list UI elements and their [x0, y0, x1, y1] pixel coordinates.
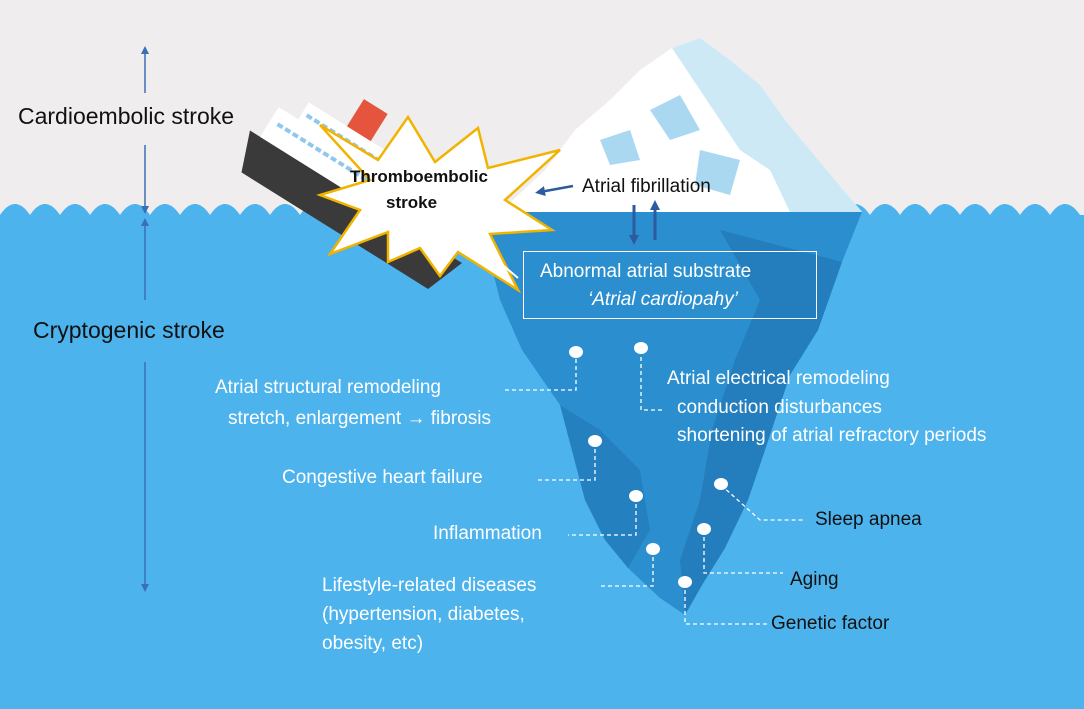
lifestyle-label-3: obesity, etc) [322, 633, 424, 654]
atrial-fibrillation-label: Atrial fibrillation [582, 176, 711, 197]
cryptogenic-stroke-label: Cryptogenic stroke [33, 317, 225, 343]
electrical-label-1: Atrial electrical remodeling [667, 368, 890, 389]
electrical-label-3: shortening of atrial refractory periods [677, 425, 987, 446]
inflammation-label: Inflammation [433, 523, 542, 544]
lifestyle-label-1: Lifestyle-related diseases [322, 575, 537, 596]
substrate-box [523, 251, 817, 319]
pin-structural [569, 346, 583, 358]
pin-aging [697, 523, 711, 535]
structural-label-2: stretch, enlargement → fibrosis [228, 408, 491, 429]
iceberg-facet-3 [600, 130, 640, 165]
iceberg-above-shade [672, 38, 862, 212]
thromboembolic-label-1: Thromboembolic [350, 167, 488, 186]
chf-label: Congestive heart failure [282, 467, 483, 488]
pin-electrical [634, 342, 648, 354]
af-to-burst-arrow [535, 184, 574, 197]
thromboembolic-label-2: stroke [386, 193, 438, 212]
explosion-burst-icon [316, 114, 561, 294]
aging-label: Aging [790, 569, 839, 590]
substrate-to-burst-arrow [483, 248, 519, 279]
pin-inflammation [629, 490, 643, 502]
sleep-apnea-label: Sleep apnea [815, 509, 922, 530]
pin-genetic [678, 576, 692, 588]
structural-label-1: Atrial structural remodeling [215, 377, 441, 398]
location-pin-icon [569, 342, 728, 588]
iceberg-icon [485, 38, 862, 615]
iceberg-facet-2 [695, 150, 740, 195]
substrate-label-1: Abnormal atrial substrate [540, 261, 752, 282]
lifestyle-label-2: (hypertension, diabetes, [322, 604, 525, 625]
iceberg-underwater-shadow-2 [560, 405, 650, 568]
pin-chf [588, 435, 602, 447]
genetic-factor-label: Genetic factor [771, 613, 890, 634]
pin-lifestyle [646, 543, 660, 555]
electrical-label-2: conduction disturbances [677, 397, 882, 418]
substrate-label-2: ‘Atrial cardiopahy’ [588, 289, 738, 310]
iceberg-underwater-shadow [680, 230, 842, 615]
pin-sleep-apnea [714, 478, 728, 490]
iceberg-facet-1 [650, 95, 700, 140]
cardioembolic-stroke-label: Cardioembolic stroke [18, 103, 235, 129]
pin-leaders [502, 350, 805, 625]
ship-funnel [346, 99, 388, 142]
